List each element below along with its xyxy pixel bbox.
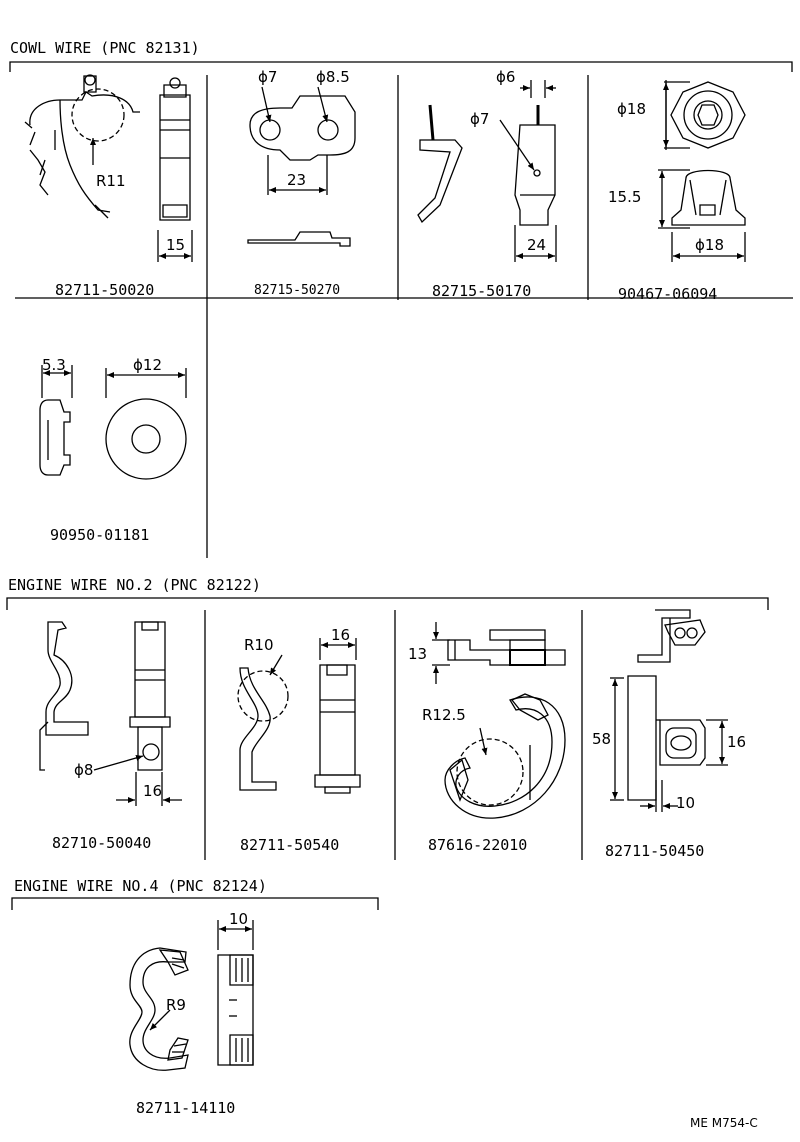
- dim-phi12: ϕ12: [133, 356, 162, 374]
- dim-5-3: 5.3: [42, 356, 66, 374]
- part-drawing-82711-14110: [130, 920, 253, 1070]
- grid-lines-cowl: [15, 75, 793, 558]
- part-drawing-82715-50170: [418, 80, 556, 262]
- part-number-90467-06094: 90467-06094: [618, 285, 717, 303]
- dim-r10: R10: [244, 636, 274, 654]
- part-drawing-90467-06094: [658, 80, 746, 262]
- dim-phi18-bottom: ϕ18: [695, 236, 724, 254]
- dim-phi18-top: ϕ18: [617, 100, 646, 118]
- dim-r11: R11: [96, 172, 126, 190]
- dim-r12-5: R12.5: [422, 706, 466, 724]
- dim-phi6: ϕ6: [496, 68, 515, 86]
- section-title-cowl: COWL WIRE (PNC 82131): [10, 39, 200, 57]
- part-drawing-82711-50540: [238, 638, 360, 793]
- dim-15: 15: [166, 236, 185, 254]
- dim-phi7-a: ϕ7: [258, 68, 277, 86]
- dim-13: 13: [408, 645, 427, 663]
- dim-phi8-5: ϕ8.5: [316, 68, 350, 86]
- part-drawing-82715-50270: [248, 87, 355, 246]
- part-drawing-82710-50040: [40, 622, 182, 806]
- part-number-82711-50450: 82711-50450: [605, 842, 704, 860]
- dim-24: 24: [527, 236, 546, 254]
- dim-phi8: ϕ8: [74, 761, 93, 779]
- dim-58: 58: [592, 730, 611, 748]
- part-number-82711-50540: 82711-50540: [240, 836, 339, 854]
- part-drawing-82711-50020: [25, 75, 192, 262]
- part-number-82715-50270: 82715-50270: [254, 283, 340, 298]
- part-drawing-90950-01181: [40, 365, 186, 479]
- dim-r9: R9: [166, 996, 186, 1014]
- part-number-87616-22010: 87616-22010: [428, 836, 527, 854]
- dim-23: 23: [287, 171, 306, 189]
- drawing-reference: ME M754-C: [690, 1116, 758, 1130]
- dim-16-c: 16: [727, 733, 746, 751]
- part-number-90950-01181: 90950-01181: [50, 526, 149, 544]
- section-title-engine4: ENGINE WIRE NO.4 (PNC 82124): [14, 877, 267, 895]
- dim-phi7-b: ϕ7: [470, 110, 489, 128]
- part-number-82715-50170: 82715-50170: [432, 282, 531, 300]
- section-bracket-cowl: [10, 62, 792, 72]
- dim-15-5: 15.5: [608, 188, 641, 206]
- dim-10-b: 10: [229, 910, 248, 928]
- dim-10-a: 10: [676, 794, 695, 812]
- part-number-82710-50040: 82710-50040: [52, 834, 151, 852]
- grid-lines-engine2: [205, 610, 582, 860]
- part-number-82711-14110: 82711-14110: [136, 1099, 235, 1117]
- part-drawing-82711-50450: [610, 610, 728, 812]
- section-title-engine2: ENGINE WIRE NO.2 (PNC 82122): [8, 576, 261, 594]
- part-number-82711-50020: 82711-50020: [55, 281, 154, 299]
- section-bracket-engine4: [12, 898, 378, 910]
- dim-16-a: 16: [143, 782, 162, 800]
- dim-16-b: 16: [331, 626, 350, 644]
- part-drawing-87616-22010: [432, 622, 565, 818]
- section-bracket-engine2: [7, 598, 768, 610]
